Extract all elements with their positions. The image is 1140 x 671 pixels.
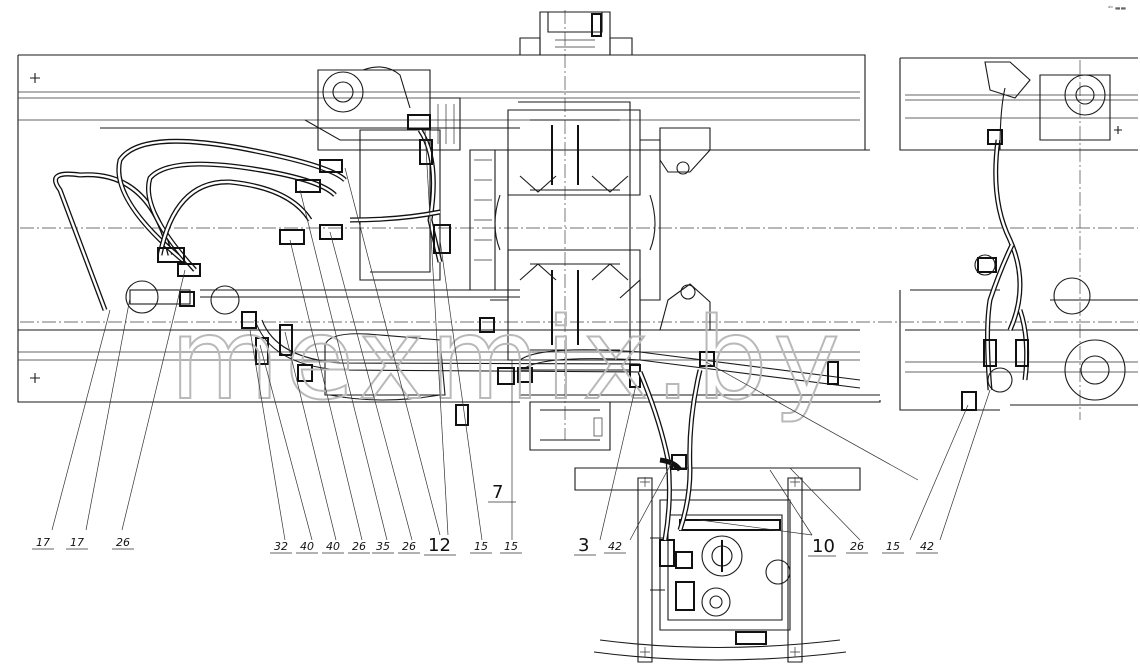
callout-numbers: 17 17 26 32 40 40 26 35 26 12 15 15 7 3 … xyxy=(32,482,938,557)
right-spring-eye xyxy=(910,61,1138,401)
callout-7: 7 xyxy=(492,482,503,503)
callout-42-b: 42 xyxy=(920,540,934,553)
callout-42-a: 42 xyxy=(608,540,622,553)
callout-40-b: 40 xyxy=(326,540,340,553)
top-bracket xyxy=(519,11,633,56)
callout-3: 3 xyxy=(578,535,589,556)
callout-12: 12 xyxy=(428,535,451,556)
callout-40-a: 40 xyxy=(300,540,314,553)
watermark-text: mexmix.by xyxy=(170,295,846,425)
callout-26-b: 26 xyxy=(352,540,366,553)
callout-17-a: 17 xyxy=(36,536,50,549)
pump-hoses xyxy=(637,369,703,541)
callout-15-a: 15 xyxy=(474,540,488,553)
spring-brackets xyxy=(619,127,711,331)
fittings-left xyxy=(125,114,839,426)
hose-bundle-left xyxy=(53,128,861,389)
callout-15-c: 15 xyxy=(886,540,900,553)
callout-26-a: 26 xyxy=(116,536,130,549)
left-spring-eye xyxy=(304,66,461,151)
central-axle-housing xyxy=(490,101,661,451)
callout-15-b: 15 xyxy=(504,540,518,553)
callout-10: 10 xyxy=(812,536,835,557)
hose-bundle-right xyxy=(961,129,1030,411)
corner-mark: ᵃᵇ ▬▬ xyxy=(1108,5,1126,12)
pump-unit xyxy=(574,467,861,663)
leader-lines xyxy=(51,129,991,541)
callout-32: 32 xyxy=(274,540,288,553)
callout-17-b: 17 xyxy=(70,536,84,549)
callout-35: 35 xyxy=(376,540,390,553)
callout-26-c: 26 xyxy=(402,540,416,553)
callout-26-d: 26 xyxy=(850,540,864,553)
